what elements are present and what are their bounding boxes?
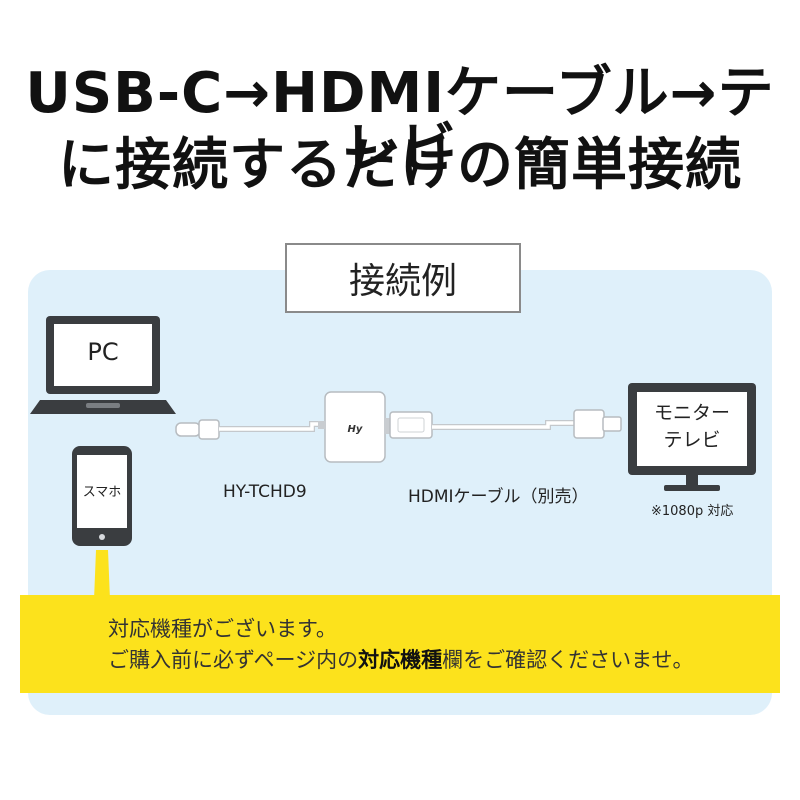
hdmi-cable xyxy=(389,409,622,439)
adapter-name-label: HY-TCHD9 xyxy=(223,482,307,502)
headline-line-2: に接続するだけの簡単接続 xyxy=(58,133,742,198)
pc-laptop-icon xyxy=(30,316,176,414)
smartphone-icon xyxy=(72,446,132,546)
adapter-icon xyxy=(318,391,390,463)
smartphone-label: スマホ xyxy=(83,485,122,500)
adapter-logo: Hy xyxy=(348,424,363,435)
tv-resolution-note: ※1080p 対応 xyxy=(651,504,734,519)
notice-pointer xyxy=(94,550,110,600)
notice-line-2: ご購入前に必ずページ内の対応機種欄をご確認くださいませ。 xyxy=(108,645,693,676)
headline-line-1: USB-C→HDMIケーブル→テレビ xyxy=(25,61,775,182)
notice-line-2-post: 欄をご確認くださいませ。 xyxy=(442,648,694,672)
notice-line-1: 対応機種がございます。 xyxy=(108,617,337,641)
connection-example-label: 接続例 xyxy=(285,243,521,313)
tv-label-line-1: モニター xyxy=(654,402,730,424)
usb-c-cable xyxy=(175,419,326,440)
notice-text: 対応機種がございます。 ご購入前に必ずページ内の対応機種欄をご確認くださいませ。 xyxy=(108,614,693,676)
monitor-tv-icon xyxy=(628,383,756,491)
tv-label-line-2: テレビ xyxy=(663,429,720,451)
pc-label: PC xyxy=(87,338,118,366)
notice-line-2-bold: 対応機種 xyxy=(358,648,443,672)
notice-banner xyxy=(20,595,780,693)
hdmi-cable-label: HDMIケーブル（別売） xyxy=(408,487,589,507)
notice-line-2-pre: ご購入前に必ずページ内の xyxy=(108,648,359,672)
